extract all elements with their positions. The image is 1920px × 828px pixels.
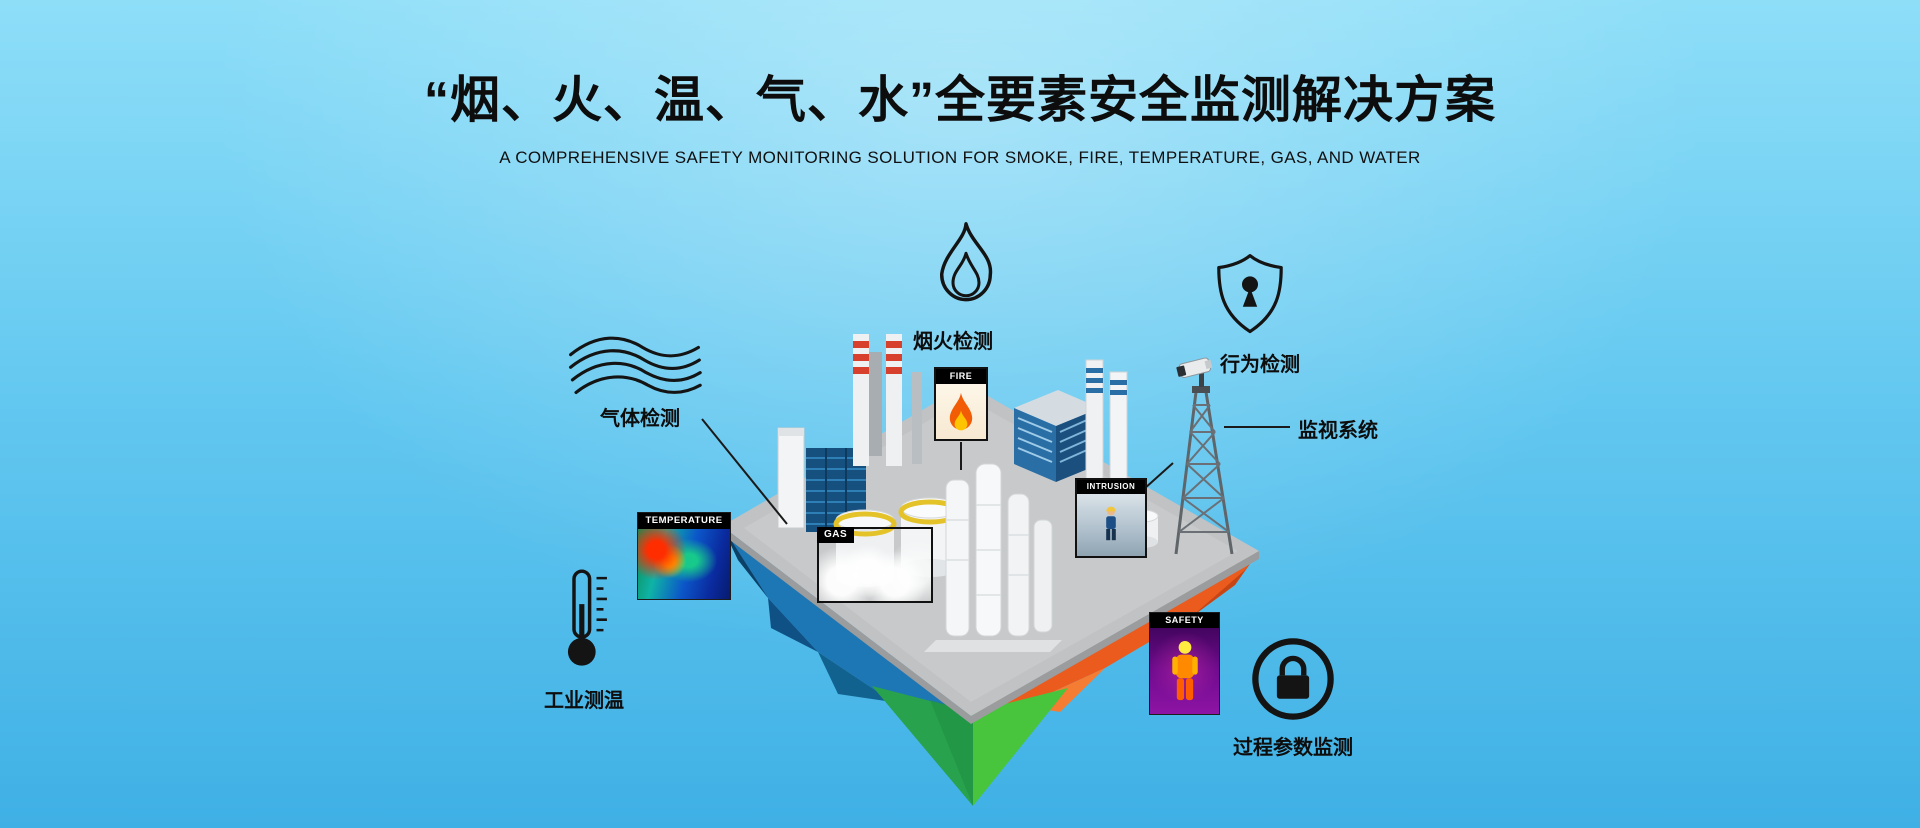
- thermometer-icon: [560, 566, 614, 675]
- surveillance-tower: [1174, 357, 1234, 555]
- fire-patch-label: FIRE: [936, 369, 986, 384]
- temperature-patch-label: TEMPERATURE: [638, 513, 730, 529]
- safety-patch: SAFETY: [1149, 612, 1220, 715]
- fire-patch: FIRE: [934, 367, 988, 441]
- smoke-fire-detection-label: 烟火检测: [913, 331, 993, 353]
- temperature-patch: TEMPERATURE: [637, 512, 731, 600]
- thermal-image: [638, 528, 730, 599]
- gas-waves-icon: [567, 331, 702, 413]
- behavior-detection-label: 行为检测: [1220, 354, 1300, 376]
- page-title: “烟、火、温、气、水”全要素安全监测解决方案: [424, 72, 1496, 128]
- worker-figure: [1106, 506, 1116, 541]
- process-parameters-label: 过程参数监测: [1233, 737, 1353, 759]
- flame-icon: [927, 218, 1005, 323]
- page-subtitle: A COMPREHENSIVE SAFETY MONITORING SOLUTI…: [499, 148, 1421, 167]
- thermal-person-figure: [1171, 641, 1198, 701]
- safety-patch-label: SAFETY: [1150, 613, 1219, 628]
- lock-circle-icon: [1250, 636, 1336, 727]
- intrusion-patch: INTRUSION: [1075, 478, 1147, 558]
- surveillance-system-label: 监视系统: [1298, 420, 1378, 442]
- gas-patch: GAS: [817, 527, 933, 603]
- safety-thermal-image: [1150, 628, 1219, 714]
- banner-header: “烟、火、温、气、水”全要素安全监测解决方案 A COMPREHENSIVE S…: [0, 60, 1920, 168]
- fire-image: [936, 384, 986, 439]
- industrial-temperature-label: 工业测温: [544, 690, 624, 712]
- cctv-camera-icon: [1176, 357, 1213, 379]
- intrusion-image: [1077, 494, 1145, 556]
- gas-detection-label: 气体检测: [600, 408, 680, 430]
- shield-keyhole-icon: [1214, 252, 1286, 341]
- gas-patch-label: GAS: [817, 527, 855, 543]
- fire-flame-shape: [949, 392, 973, 430]
- callout-lines: [701, 418, 1290, 525]
- intrusion-patch-label: INTRUSION: [1077, 480, 1145, 494]
